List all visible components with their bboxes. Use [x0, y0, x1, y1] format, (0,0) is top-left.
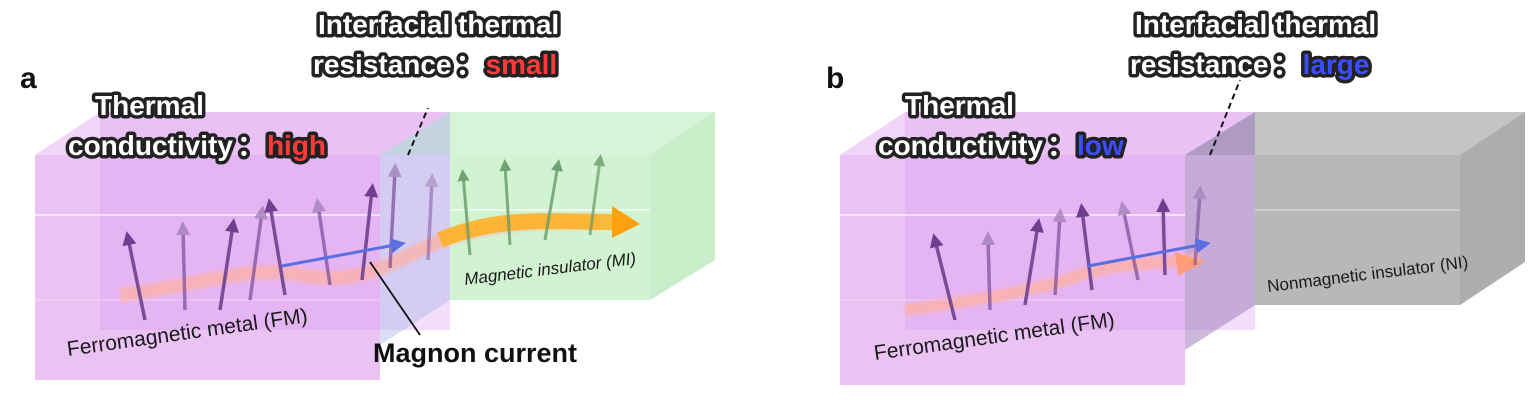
- interface-dash-b: [1209, 79, 1241, 156]
- fm-box-back-b: [905, 112, 1255, 330]
- fm-box-front-a: [35, 155, 380, 380]
- mi-box-side-a: [650, 112, 715, 300]
- fm-box-top-b: [840, 112, 1255, 155]
- magnon-flow-head-b: [1175, 252, 1205, 276]
- panel-letter-b: b: [826, 62, 844, 95]
- ni-box-side-b: [1460, 112, 1525, 305]
- spin-arrows-b: [929, 185, 1207, 321]
- panel-letter-a: a: [20, 62, 37, 95]
- magnon-vector-a: [281, 238, 406, 268]
- magnon-vector-b: [1087, 238, 1211, 268]
- interface-dash-a: [407, 107, 429, 156]
- conductivity-line1-b: Thermal: [905, 90, 1014, 121]
- resistance-line1-a: Interfacial thermal: [318, 9, 559, 40]
- resistance-line1-b: Interfacial thermal: [1135, 9, 1376, 40]
- magnon-flow-ribbon-b: [904, 252, 1202, 316]
- conductivity-line1-a: Thermal: [95, 90, 204, 121]
- magnon-current-label-a: Magnon current: [373, 338, 577, 368]
- panel-a: a Thermal conductivity：high Interfacial …: [20, 6, 715, 380]
- panel-b: b Thermal conductivity：low Interfacial t…: [826, 6, 1525, 385]
- fm-box-front-b: [840, 155, 1185, 385]
- ni-box-front-b: [1255, 155, 1460, 305]
- spin-arrows-a: [122, 163, 439, 321]
- interface-region-b: [1185, 112, 1255, 350]
- conductivity-line2-a: conductivity：high: [68, 130, 326, 161]
- resistance-line2-b: resistance：large: [1130, 49, 1370, 80]
- spin-arrows-mi-a: [457, 154, 606, 256]
- magnon-pointer-a: [369, 261, 421, 336]
- magnon-flow-head-a: [612, 206, 640, 238]
- ni-box-top-b: [1185, 112, 1525, 155]
- mi-box-top-a: [380, 112, 715, 155]
- fm-box-top-a: [35, 112, 450, 155]
- resistance-line2-a: resistance：small: [313, 49, 557, 80]
- conductivity-line2-b: conductivity：low: [878, 130, 1124, 161]
